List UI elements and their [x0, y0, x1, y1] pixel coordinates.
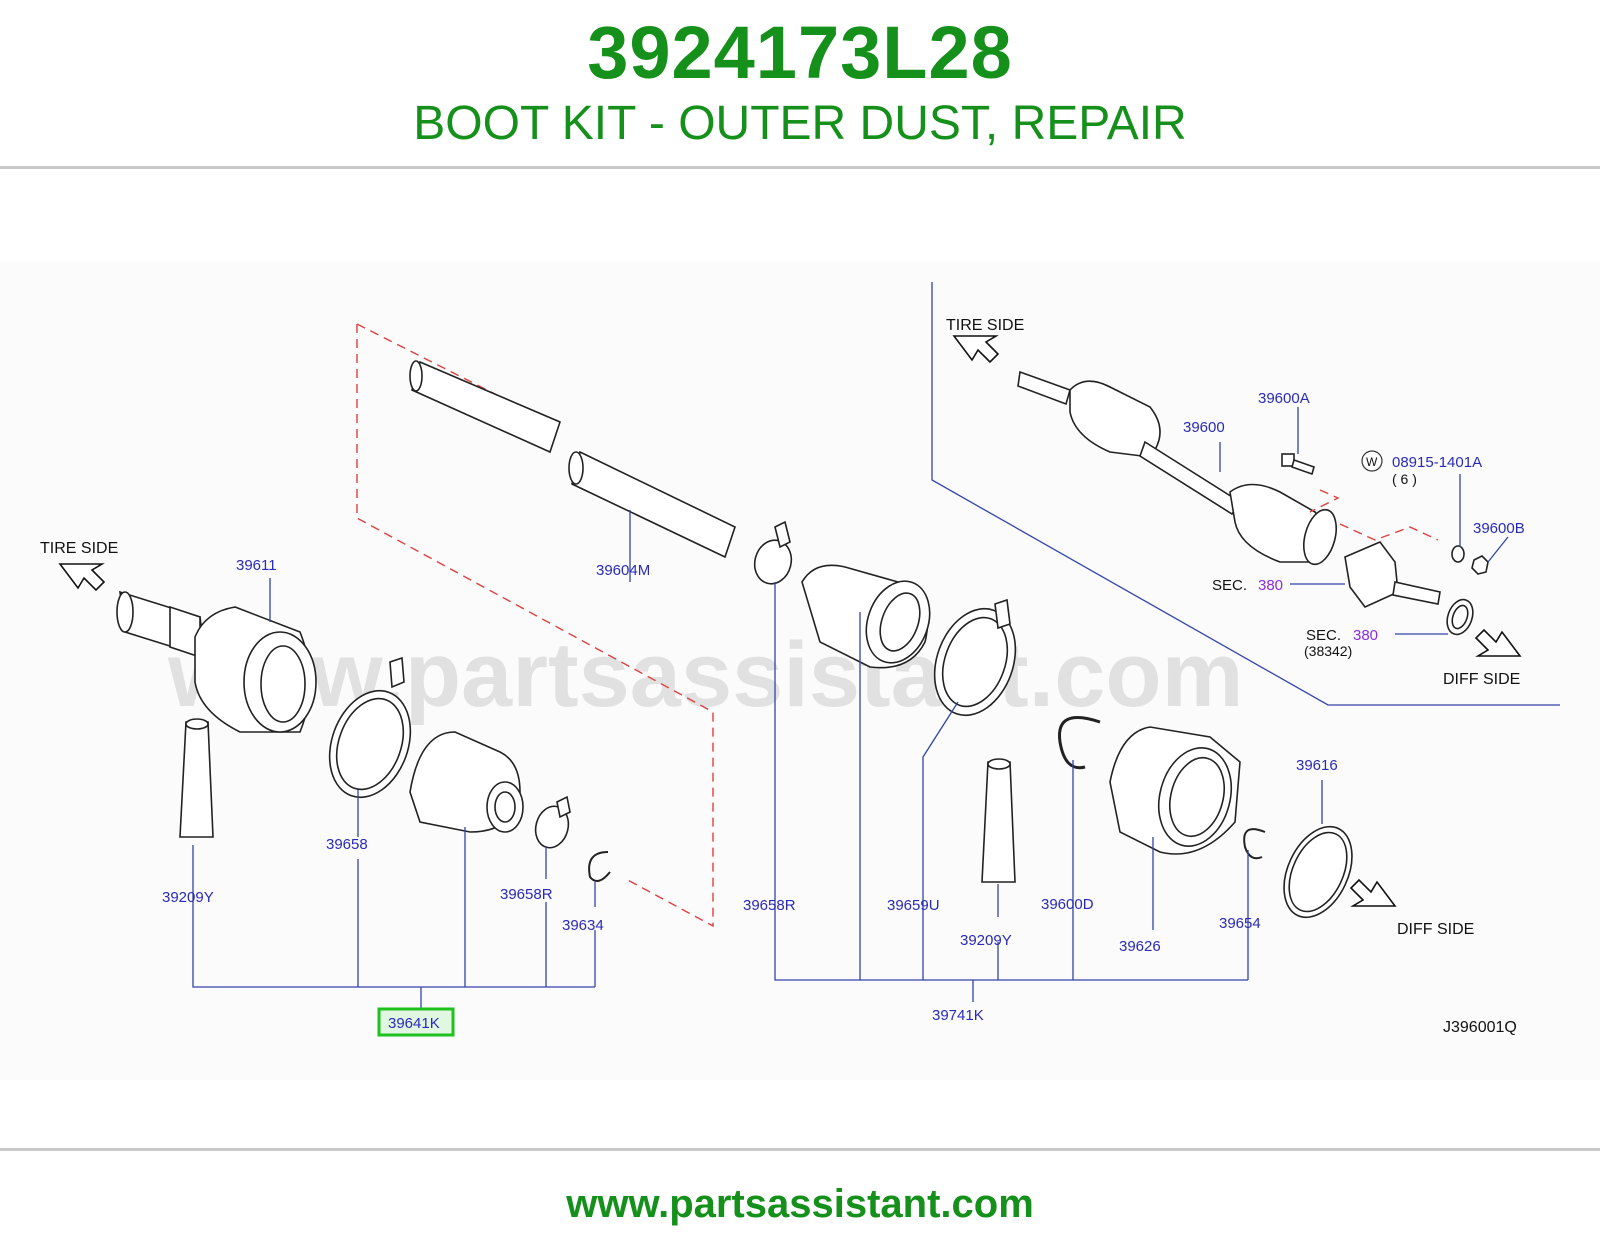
label-39209Y-right: 39209Y [960, 932, 1012, 949]
label-08915-1401A: 08915-1401A [1392, 454, 1482, 471]
outer-joint-39611 [116, 590, 317, 733]
header-divider [0, 166, 1600, 169]
leader-39600B [1487, 536, 1509, 563]
tire-side-arrow-right-icon [952, 335, 1000, 364]
footer-website-link[interactable]: www.partsassistant.com [566, 1182, 1034, 1226]
label-39659U: 39659U [887, 897, 940, 914]
label-39604M: 39604M [596, 562, 650, 579]
label-39654: 39654 [1219, 915, 1261, 932]
parts-diagram: www.partsassistant.com [0, 262, 1600, 1080]
label-39634: 39634 [562, 917, 604, 934]
label-39741K: 39741K [932, 1007, 984, 1024]
upper-dash-1 [1309, 489, 1340, 513]
sec-sub-reference: (38342) [1304, 643, 1352, 659]
diff-side-label-upper: DIFF SIDE [1443, 671, 1520, 688]
bolt-39600A [1281, 453, 1315, 476]
label-39626: 39626 [1119, 938, 1161, 955]
diff-side-label-lower: DIFF SIDE [1397, 921, 1474, 938]
clamp-39658R-left [534, 795, 571, 849]
leader-39659U [922, 701, 959, 980]
label-39658R-left: 39658R [500, 886, 553, 903]
inner-boot-39659U [801, 564, 931, 669]
diff-side-arrow-lower-icon [1349, 878, 1397, 907]
leader-39741K-bracket [774, 582, 1248, 981]
washer-symbol-icon [1361, 450, 1383, 472]
part-number-title: 3924173L28 [587, 11, 1013, 94]
exploded-box-outline [356, 324, 714, 928]
grease-tube-right [981, 758, 1016, 883]
diff-side-arrow-upper-icon [1474, 628, 1522, 657]
watermark-text: www.partsassistant.com [167, 624, 1243, 726]
tire-side-arrow-left-icon [58, 563, 106, 592]
sec-label-2: SEC. [1306, 627, 1341, 644]
sec-number-2: 380 [1353, 627, 1378, 644]
label-39600D: 39600D [1041, 896, 1094, 913]
band-39659 [933, 598, 1017, 717]
label-39209Y-left: 39209Y [162, 889, 214, 906]
snap-ring-39600D [1058, 716, 1101, 770]
leader-39641K-bracket [192, 845, 595, 988]
label-39658: 39658 [326, 836, 368, 853]
exploded-view-drawing: www.partsassistant.com [40, 282, 1560, 1037]
label-39600A: 39600A [1258, 390, 1310, 407]
ring-39616 [1283, 825, 1353, 919]
housing-39626 [1109, 726, 1241, 855]
boot-band-39658 [328, 656, 412, 799]
footer-divider [0, 1148, 1600, 1151]
grease-tube-left [179, 718, 214, 838]
label-39658R-right: 39658R [743, 897, 796, 914]
tire-side-label-left: TIRE SIDE [40, 540, 118, 557]
washer-and-nut [1451, 545, 1489, 575]
label-39600: 39600 [1183, 419, 1225, 436]
snap-ring-39654 [1243, 828, 1266, 860]
highlight-box-39641K [377, 1007, 455, 1037]
clamp-39658R-right [753, 520, 793, 585]
upper-dash-2 [1339, 523, 1439, 541]
label-39611: 39611 [236, 557, 277, 574]
label-39616: 39616 [1296, 757, 1338, 774]
sec-label-1: SEC. [1212, 577, 1247, 594]
sec-number-1: 380 [1258, 577, 1283, 594]
page-header: 3924173L28 BOOT KIT - OUTER DUST, REPAIR [0, 0, 1600, 170]
label-39641K-highlighted: 39641K [388, 1015, 440, 1032]
tire-side-label-right: TIRE SIDE [946, 317, 1024, 334]
label-39600B: 39600B [1473, 520, 1525, 537]
snap-ring-39634 [588, 851, 611, 882]
diagram-code: J396001Q [1443, 1019, 1517, 1036]
shaft-39604M [409, 360, 736, 559]
assembly-frame [931, 282, 1560, 706]
washer-symbol-letter: W [1366, 455, 1378, 469]
drive-shaft-assembly-39600 [1017, 370, 1474, 636]
washer-quantity: ( 6 ) [1392, 471, 1417, 487]
part-description-title: BOOT KIT - OUTER DUST, REPAIR [413, 97, 1187, 150]
boot-39641 [409, 731, 524, 833]
